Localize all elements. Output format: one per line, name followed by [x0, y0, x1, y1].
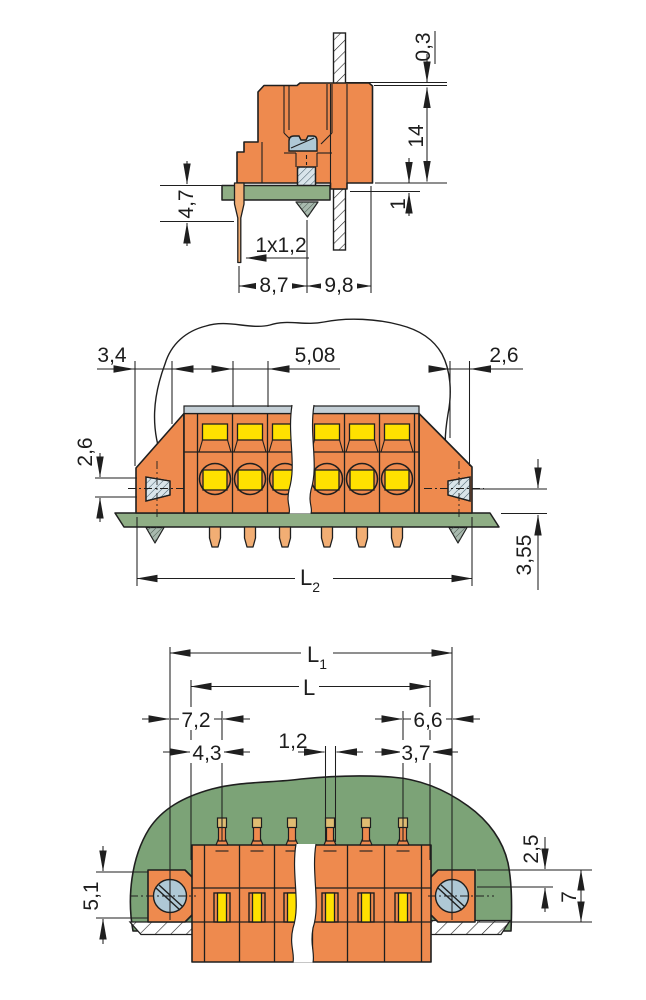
solder-pin — [208, 526, 222, 548]
clamp-element — [296, 166, 317, 187]
front-view: 3,4 5,08 2,6 2,6 3,55 L — [74, 318, 547, 595]
connector-body-side — [236, 82, 374, 190]
panel-edge-strip-left — [128, 921, 197, 936]
dim-label-2-6-left: 2,6 — [74, 437, 97, 466]
dim-label-8-7: 8,7 — [259, 274, 288, 297]
solder-cone — [145, 526, 165, 544]
dim-label-4-7: 4,7 — [175, 189, 198, 218]
side-section-view: 0,3 14 1 4,7 1x1,2 8,7 9,8 — [160, 31, 447, 297]
dim-label-14: 14 — [405, 124, 428, 148]
side-view-dimensions: 0,3 14 1 4,7 1x1,2 8,7 9,8 — [160, 31, 447, 297]
dim-label-L1: L1 — [307, 642, 327, 672]
dim-label-5-1: 5,1 — [80, 881, 103, 910]
dim-label-3-55: 3,55 — [513, 535, 536, 576]
dim-label-7-2: 7,2 — [181, 709, 210, 732]
solder-pin — [390, 526, 404, 548]
solder-cone — [448, 526, 468, 544]
break-line-top — [290, 843, 317, 963]
dim-label-1x1-2: 1x1,2 — [255, 234, 306, 257]
dim-label-1-2: 1,2 — [278, 730, 307, 753]
body-lines-top — [192, 845, 431, 962]
dim-label-2-6-right: 2,6 — [489, 344, 518, 367]
solder-pin — [278, 526, 292, 548]
body-internal-lines — [261, 84, 348, 183]
dim-label-3-7: 3,7 — [401, 742, 430, 765]
solder-pin — [355, 526, 369, 548]
pcb-side — [221, 184, 331, 201]
solder-pin — [320, 526, 334, 548]
dim-label-7: 7 — [558, 891, 581, 903]
dim-label-9-8: 9,8 — [324, 274, 353, 297]
dim-label-L: L — [303, 675, 315, 700]
dim-label-5-08: 5,08 — [295, 344, 336, 367]
front-view-dimensions: 3,4 5,08 2,6 2,6 3,55 L — [74, 344, 547, 595]
solder-pin-side — [233, 182, 245, 264]
dim-label-6-6: 6,6 — [413, 709, 442, 732]
solder-cone-side — [295, 201, 319, 218]
mounting-panel — [332, 32, 347, 251]
break-line-front — [287, 404, 315, 514]
dim-label-0-3: 0,3 — [412, 32, 435, 61]
flange-screw-left — [145, 476, 171, 502]
top-view-dimensions: L1 L 7,2 6,6 4,3 1,2 — [80, 640, 592, 944]
dim-label-3-4: 3,4 — [97, 344, 127, 367]
dim-label-2-5: 2,5 — [520, 834, 543, 863]
dim-label-1: 1 — [387, 198, 410, 210]
top-view: L1 L 7,2 6,6 4,3 1,2 — [80, 640, 592, 963]
solder-pin — [243, 526, 257, 548]
dim-label-L2: L2 — [300, 565, 320, 595]
pcb-front — [114, 512, 500, 528]
dim-label-4-3: 4,3 — [192, 742, 221, 765]
